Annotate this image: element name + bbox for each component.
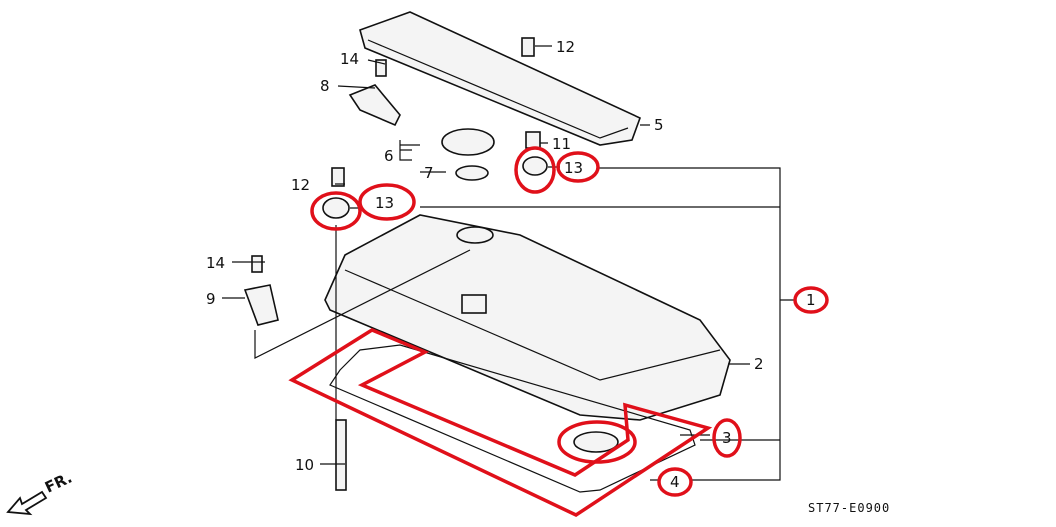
callout-13: 13 (375, 194, 394, 212)
callout-4: 4 (670, 473, 680, 491)
part-6-oil-cap (441, 128, 495, 156)
part-2-head-cover (324, 214, 731, 421)
part-5-cover (359, 11, 642, 146)
highlight-13-upper (514, 146, 556, 194)
callout-6: 6 (384, 147, 394, 165)
part-13-washer (322, 197, 350, 219)
callout-10: 10 (295, 456, 314, 474)
callout-8: 8 (320, 77, 330, 95)
callout-1: 1 (806, 291, 816, 309)
part-8-bracket (348, 84, 401, 127)
part-7-seal (455, 165, 489, 181)
front-direction-arrow-icon (6, 490, 48, 516)
callout-12: 12 (291, 176, 310, 194)
front-direction-label: FR. (42, 469, 75, 497)
part-3-seal (573, 431, 619, 453)
callout-13: 13 (564, 159, 583, 177)
part-12-nut (331, 167, 345, 187)
callout-14: 14 (206, 254, 225, 272)
callout-2: 2 (754, 355, 764, 373)
highlight-13-lower (310, 191, 362, 231)
callout-5: 5 (654, 116, 664, 134)
part-13-washer (522, 156, 548, 176)
highlight-3-label (712, 418, 742, 458)
diagram-code: ST77-E0900 (808, 501, 890, 515)
callout-12: 12 (556, 38, 575, 56)
highlight-1-label (793, 286, 829, 314)
highlight-13-lower-label (358, 183, 416, 221)
callout-11: 11 (552, 135, 571, 153)
part-14-bolt (375, 59, 387, 77)
callout-14: 14 (340, 50, 359, 68)
highlight-13-upper-label (556, 151, 600, 183)
part-10-stud (335, 419, 347, 491)
highlight-4-label (657, 467, 693, 497)
callout-9: 9 (206, 290, 216, 308)
highlight-gasket-outline (288, 328, 713, 518)
part-12-nut (521, 37, 535, 57)
callout-7: 7 (424, 164, 434, 182)
callout-3: 3 (722, 429, 732, 447)
part-14-bolt (251, 255, 263, 273)
part-4-gasket (329, 344, 696, 493)
part-11-grommet (525, 131, 541, 149)
part-9-bracket (243, 284, 279, 326)
